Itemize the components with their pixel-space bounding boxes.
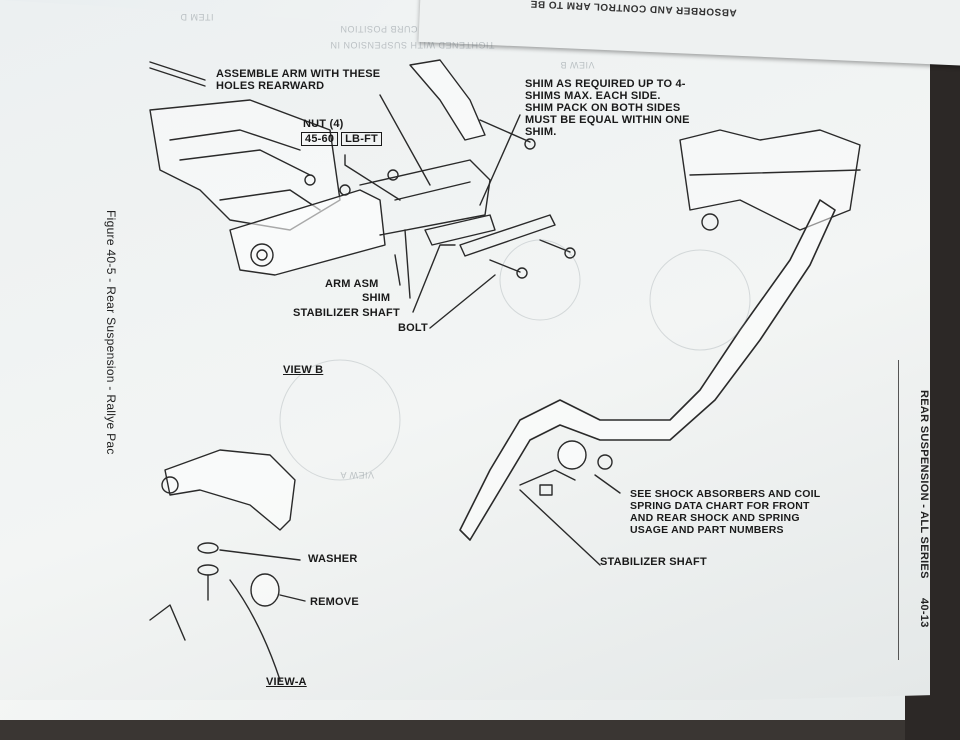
shock-absorber-note-label: SEE SHOCK ABSORBERS AND COIL SPRING DATA… xyxy=(630,488,821,536)
bolt-drawing xyxy=(489,239,576,279)
stabilizer-shaft-drawing xyxy=(459,199,836,541)
frame-bracket-drawing xyxy=(149,99,341,231)
washer-label: WASHER xyxy=(308,553,358,565)
section-divider xyxy=(898,360,899,660)
section-header: REAR SUSPENSION - ALL SERIES xyxy=(918,390,930,579)
figure-caption: Figure 40-5 - Rear Suspension - Rallye P… xyxy=(104,210,118,455)
control-arm-drawing xyxy=(229,159,491,276)
shim-note-label: SHIM AS REQUIRED UP TO 4-SHIMS MAX. EACH… xyxy=(525,78,690,138)
remove-label: REMOVE xyxy=(310,596,359,608)
upper-bolt-drawing xyxy=(149,61,536,150)
assemble-arm-label: ASSEMBLE ARM WITH THESE HOLES REARWARD xyxy=(216,68,381,92)
vertical-bracket-drawing xyxy=(409,59,486,141)
bushing-stack-drawing xyxy=(197,542,280,607)
shim-drawing xyxy=(424,214,556,257)
suspension-diagram xyxy=(149,59,861,681)
view-b-title: VIEW B xyxy=(283,364,324,376)
lower-link-drawing xyxy=(149,604,186,641)
upper-arm-drawing xyxy=(161,449,296,531)
leader-line xyxy=(379,94,431,186)
nut-label: NUT (4) xyxy=(303,118,344,130)
shim-label: SHIM xyxy=(362,292,391,304)
rear-axle-drawing xyxy=(679,129,861,231)
nut-torque-unit: LB-FT xyxy=(341,132,382,146)
stabilizer-shaft-main-label: STABILIZER SHAFT xyxy=(600,556,707,568)
page-number: 40-13 xyxy=(918,598,930,628)
shock-mount-drawing xyxy=(519,440,613,496)
nut-torque-value: 45-60 xyxy=(301,132,339,146)
stabilizer-shaft-view-b-label: STABILIZER SHAFT xyxy=(293,307,400,319)
bolt-label: BOLT xyxy=(398,322,428,334)
arm-asm-label: ARM ASM xyxy=(325,278,379,290)
view-a-title: VIEW-A xyxy=(266,676,307,688)
